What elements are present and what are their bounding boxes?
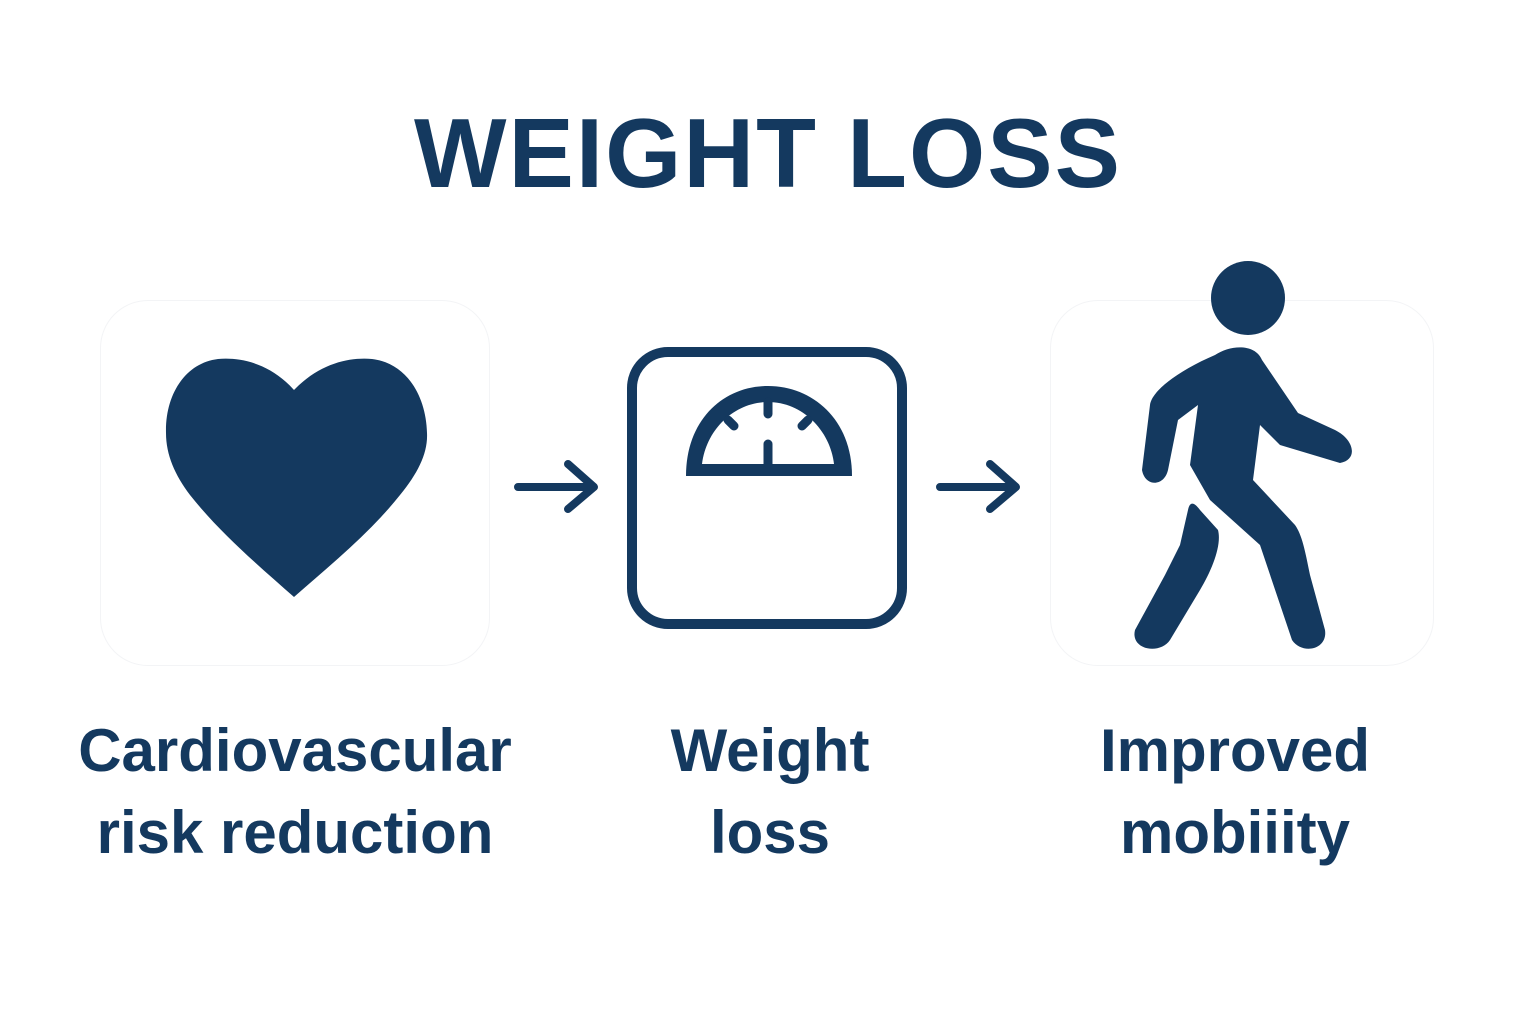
walking-person-icon bbox=[1134, 261, 1352, 649]
page-title: WEIGHT LOSS bbox=[414, 98, 1122, 208]
arrow-icon bbox=[514, 460, 598, 513]
label-line: Cardiovascular bbox=[78, 717, 512, 784]
label-line: risk reduction bbox=[96, 799, 494, 866]
heart-icon bbox=[165, 358, 428, 597]
step-label-cardiovascular: Cardiovascular risk reduction bbox=[40, 710, 550, 874]
label-line: mobiiity bbox=[1119, 799, 1350, 866]
label-line: Improved bbox=[1099, 717, 1371, 784]
step-label-weight-loss: Weight loss bbox=[620, 710, 920, 874]
scale-icon bbox=[627, 347, 907, 629]
label-line: loss bbox=[709, 799, 831, 866]
step-label-mobility: Improved mobiiity bbox=[1080, 710, 1390, 874]
label-line: Weight bbox=[670, 717, 870, 784]
arrow-icon bbox=[936, 460, 1020, 513]
